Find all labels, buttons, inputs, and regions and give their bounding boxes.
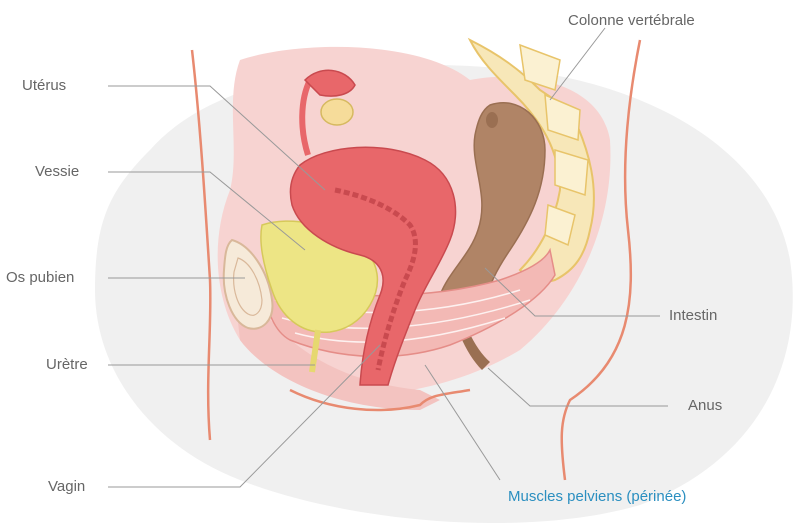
label-vagin: Vagin	[48, 478, 85, 496]
label-intestin: Intestin	[669, 307, 717, 325]
label-uretre: Urètre	[46, 356, 88, 374]
label-os-pubien: Os pubien	[6, 269, 74, 287]
label-vessie: Vessie	[35, 163, 79, 181]
label-uterus: Utérus	[22, 77, 66, 95]
label-anus: Anus	[688, 397, 722, 415]
intestine-highlight	[486, 112, 498, 128]
ovary	[321, 99, 353, 125]
label-colonne: Colonne vertébrale	[568, 12, 695, 30]
label-muscles: Muscles pelviens (périnée)	[508, 488, 686, 506]
